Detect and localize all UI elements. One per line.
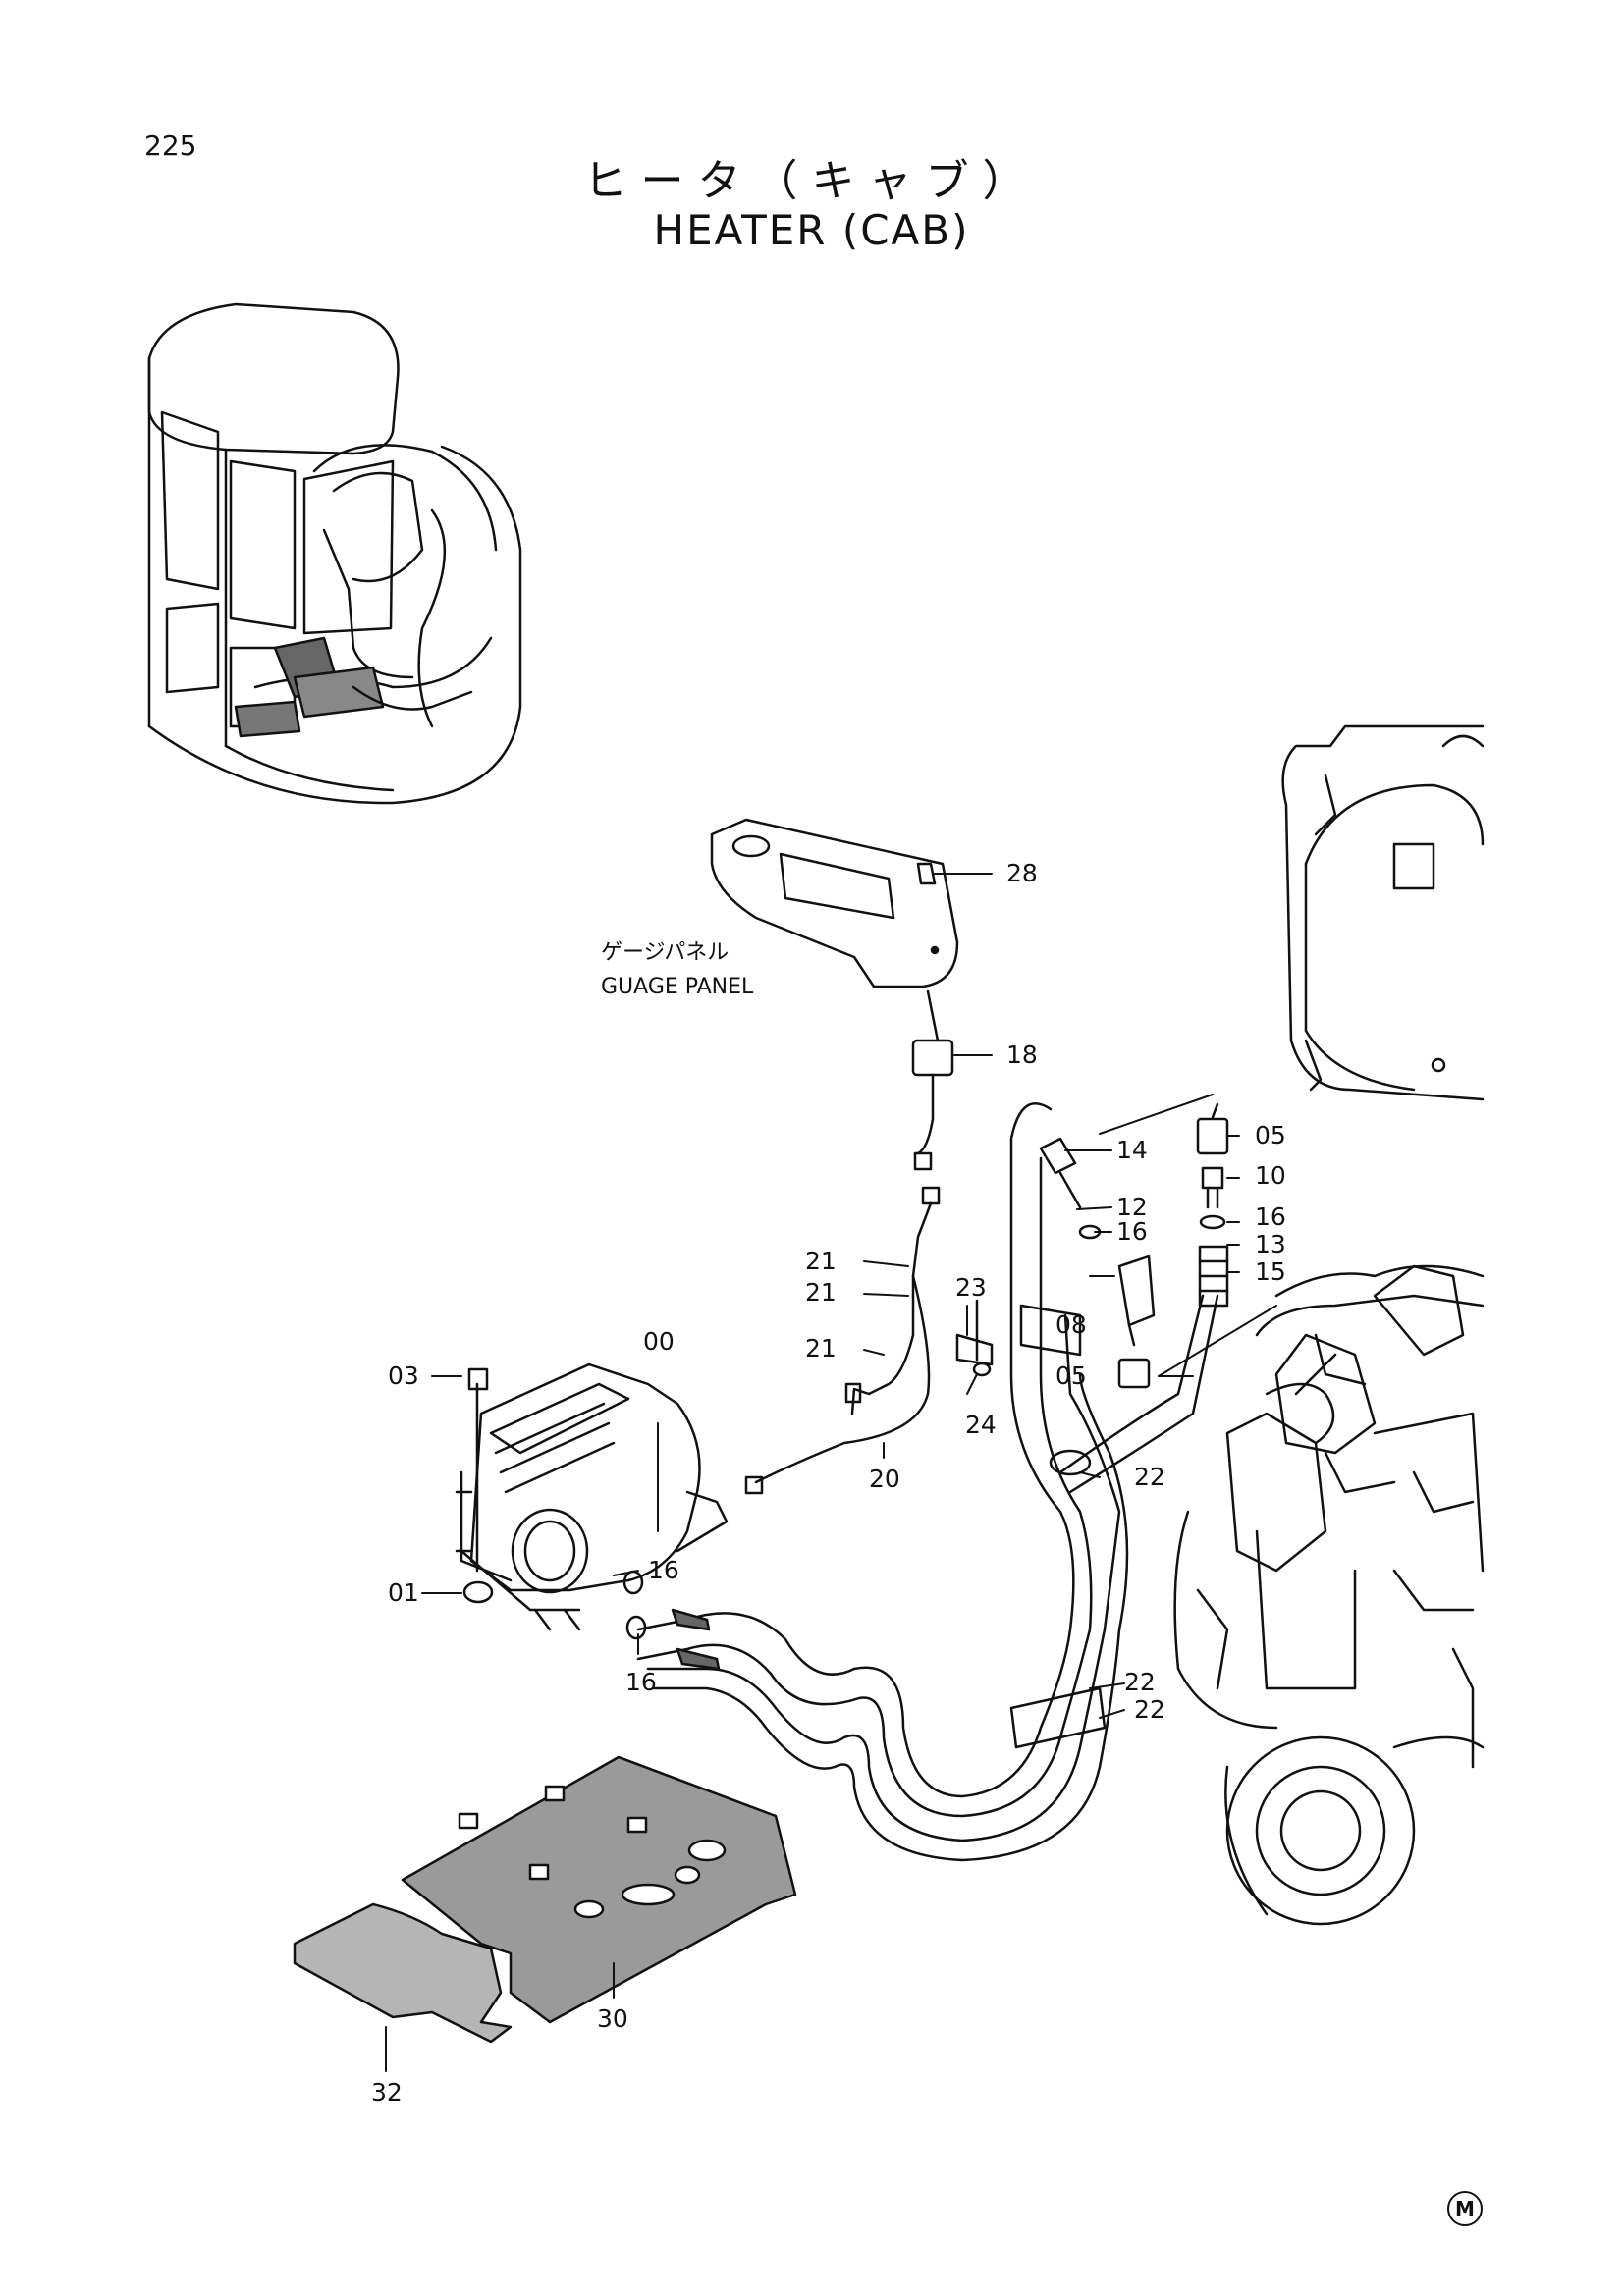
- callout-30: 30: [597, 2004, 628, 2033]
- callout-16-heater-a: 16: [648, 1556, 679, 1584]
- cab-overview-illustration: [147, 302, 522, 805]
- engine-illustration: [1173, 724, 1485, 1926]
- callout-23: 23: [955, 1273, 987, 1302]
- gauge-panel-label-en: GUAGE PANEL: [601, 975, 754, 999]
- callouts: 28 18 05 10 14 12 16 16 13 15 21 21 21 2…: [371, 859, 1286, 2107]
- callout-05-top: 05: [1255, 1121, 1286, 1149]
- callout-01: 01: [388, 1578, 419, 1607]
- page-number: 225: [144, 130, 197, 162]
- callout-15: 15: [1255, 1257, 1286, 1286]
- heater-unit-illustration: [455, 1362, 729, 1631]
- callout-21-a: 21: [805, 1247, 837, 1275]
- callout-16-right: 16: [1255, 1202, 1286, 1231]
- title-japanese: ヒータ（キャブ）: [583, 156, 1040, 206]
- floor-mats: [293, 1755, 797, 2044]
- callout-32: 32: [371, 2078, 403, 2107]
- callout-13: 13: [1255, 1230, 1286, 1258]
- callout-12: 12: [1116, 1193, 1148, 1221]
- wiring-harness: [744, 989, 954, 1495]
- callout-24: 24: [965, 1411, 997, 1439]
- callout-00: 00: [643, 1327, 675, 1356]
- corner-mark: M: [1447, 2191, 1483, 2226]
- callout-05-bottom: 05: [1055, 1362, 1087, 1390]
- callout-22-top: 22: [1134, 1463, 1165, 1491]
- callout-21-c: 21: [805, 1334, 837, 1362]
- callout-28: 28: [1006, 859, 1038, 887]
- callout-14: 14: [1116, 1136, 1148, 1164]
- callout-22-mid: 22: [1124, 1668, 1156, 1696]
- title-english: HEATER (CAB): [653, 206, 970, 254]
- callout-16-mid: 16: [1116, 1217, 1148, 1246]
- callout-21-b: 21: [805, 1278, 837, 1307]
- callout-22-bottom: 22: [1134, 1695, 1165, 1724]
- leader-lines: [385, 873, 1277, 2072]
- heater-hoses: [636, 1102, 1219, 1862]
- gauge-panel-label-jp: ゲージパネル: [601, 940, 729, 965]
- callout-20: 20: [869, 1465, 900, 1493]
- gauge-panel-illustration: [710, 818, 959, 988]
- callout-18: 18: [1006, 1041, 1038, 1069]
- callout-10: 10: [1255, 1161, 1286, 1190]
- callout-08: 08: [1055, 1310, 1087, 1339]
- callout-03: 03: [388, 1362, 419, 1390]
- callout-16-heater-b: 16: [625, 1668, 657, 1696]
